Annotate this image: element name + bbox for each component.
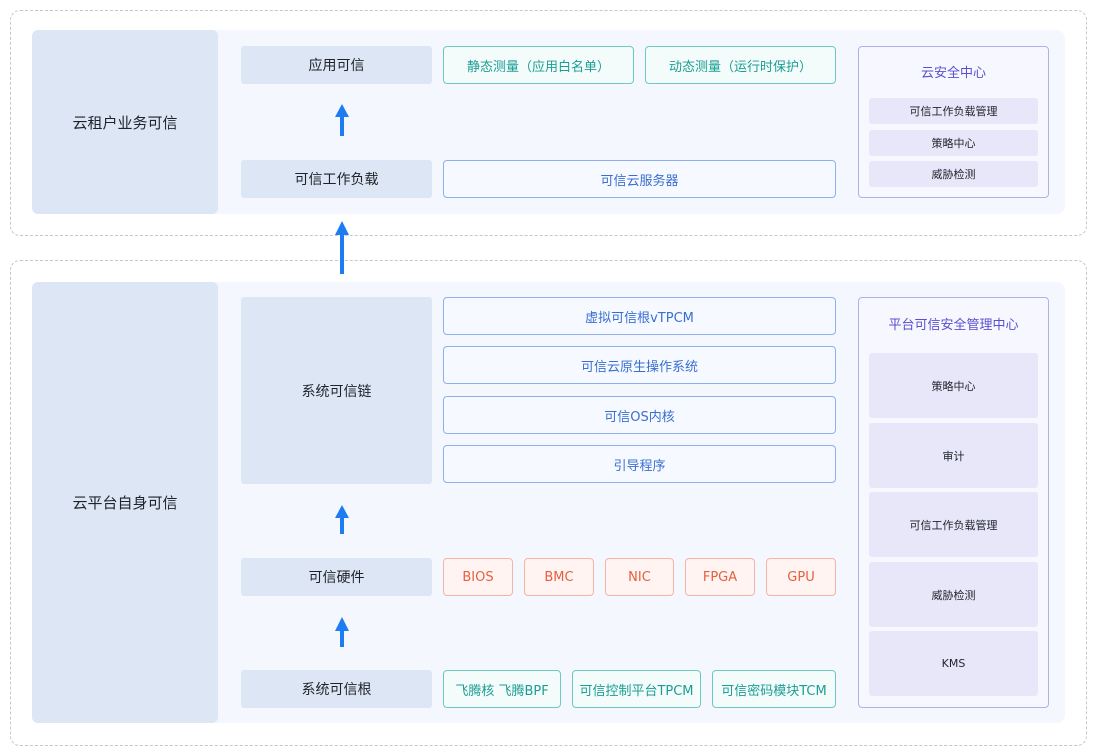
panel-item-workload-mgmt: 可信工作负载管理 <box>869 98 1038 124</box>
tpcm-box: 可信控制平台TPCM <box>572 670 701 708</box>
trusted-cloud-server-box: 可信云服务器 <box>443 160 836 198</box>
static-measure-box: 静态测量（应用白名单） <box>443 46 634 84</box>
tcm-box: 可信密码模块TCM <box>712 670 836 708</box>
panel-item-policy-center: 策略中心 <box>869 130 1038 156</box>
panel-item-threat-detection: 威胁检测 <box>869 562 1038 627</box>
cloud-security-center-title: 云安全中心 <box>920 65 986 81</box>
arrow-root-to-hardware <box>335 617 349 647</box>
bootloader-box: 引导程序 <box>443 445 836 483</box>
vtpcm-box: 虚拟可信根vTPCM <box>443 297 836 335</box>
layer-trusted-workload: 可信工作负载 <box>241 160 432 198</box>
dynamic-measure-box: 动态测量（运行时保护） <box>645 46 836 84</box>
panel-item-threat-detection: 威胁检测 <box>869 161 1038 187</box>
bmc-box: BMC <box>524 558 594 596</box>
nic-box: NIC <box>605 558 674 596</box>
layer-app-trust: 应用可信 <box>241 46 432 84</box>
tenant-group <box>10 10 1087 236</box>
layer-system-trust-root: 系统可信根 <box>241 670 432 708</box>
fpga-box: FPGA <box>685 558 755 596</box>
platform-security-center-title: 平台可信安全管理中心 <box>888 317 1019 333</box>
arrow-platform-to-tenant <box>335 221 349 274</box>
panel-item-policy-center: 策略中心 <box>869 353 1038 418</box>
panel-item-workload-mgmt: 可信工作负载管理 <box>869 492 1038 557</box>
arrow-workload-to-app <box>335 104 349 136</box>
layer-trusted-hardware: 可信硬件 <box>241 558 432 596</box>
gpu-box: GPU <box>766 558 836 596</box>
panel-item-kms: KMS <box>869 631 1038 696</box>
platform-label: 云平台自身可信 <box>32 282 218 723</box>
layer-system-trust-chain: 系统可信链 <box>241 297 432 484</box>
cloud-native-os-box: 可信云原生操作系统 <box>443 346 836 384</box>
tenant-label: 云租户业务可信 <box>32 30 218 214</box>
os-kernel-box: 可信OS内核 <box>443 396 836 434</box>
arrow-hardware-to-chain <box>335 505 349 534</box>
panel-item-audit: 审计 <box>869 423 1038 488</box>
platform-group <box>10 260 1087 746</box>
phytium-core-box: 飞腾核 飞腾BPF <box>443 670 561 708</box>
bios-box: BIOS <box>443 558 513 596</box>
